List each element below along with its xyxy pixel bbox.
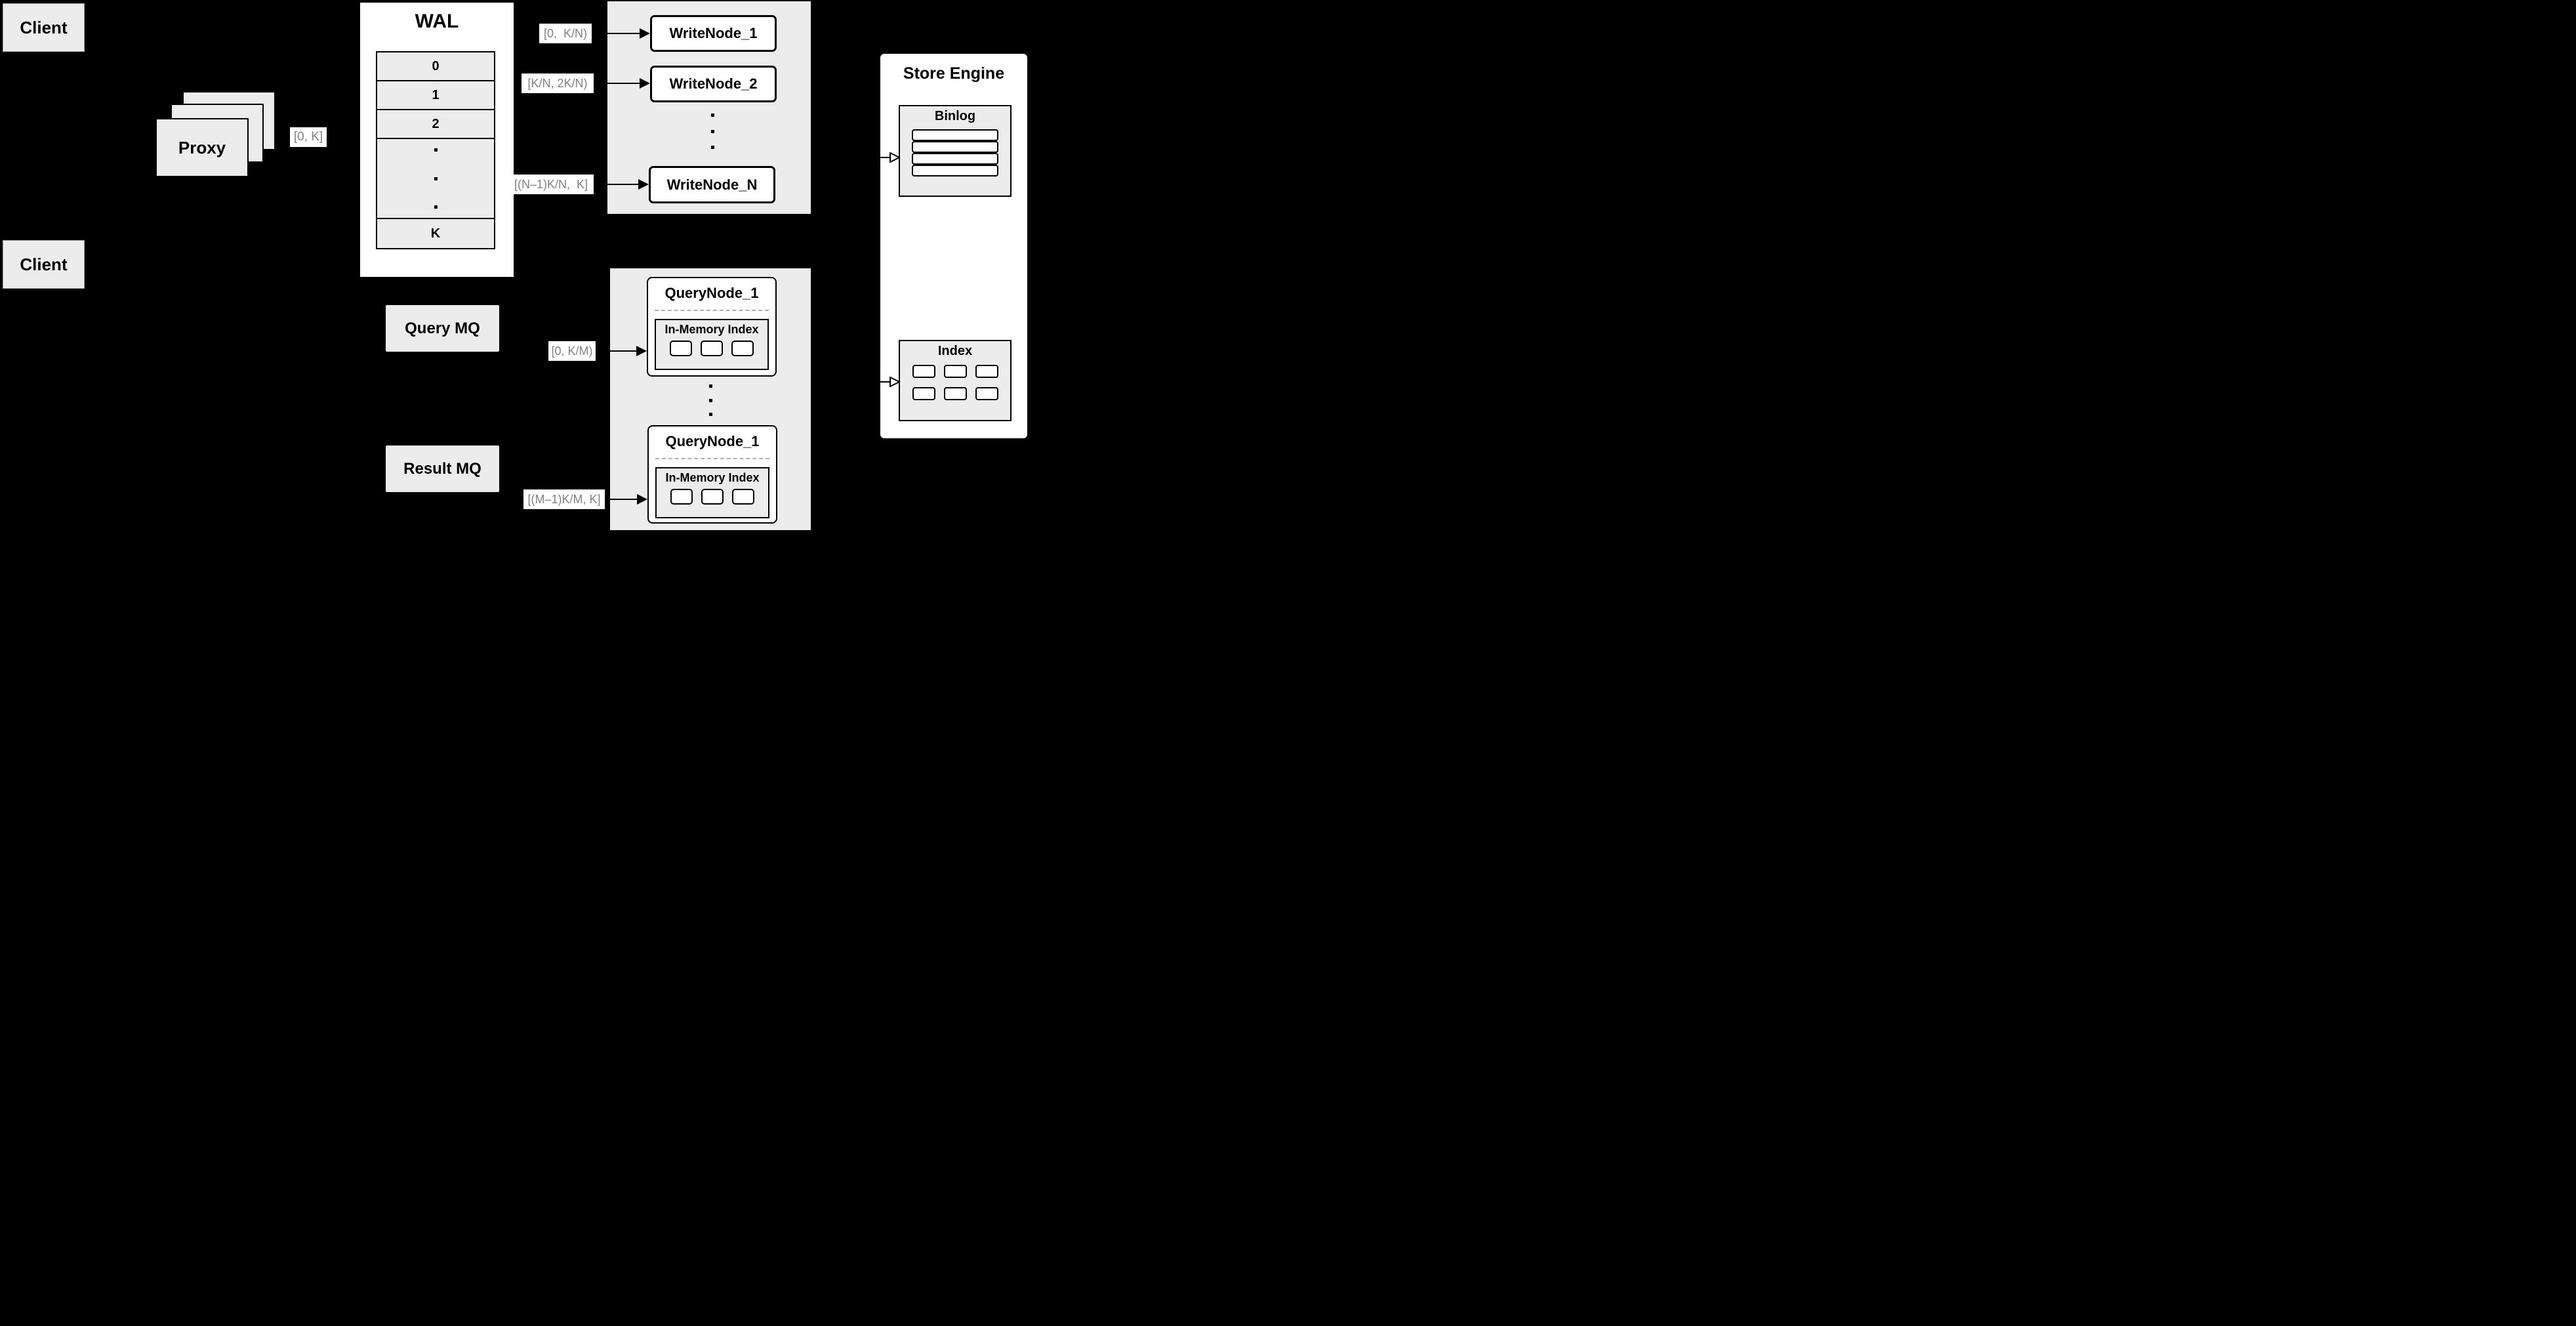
result-mq-box: Result MQ <box>386 445 499 492</box>
range-label-query-node-m: [(M–1)K/M, K] <box>523 489 605 509</box>
write-node-1-box: WriteNode_1 <box>650 15 777 52</box>
wal-row-0: 0 <box>376 51 495 81</box>
segment-cell <box>732 489 754 505</box>
in-memory-index-top-cells <box>656 341 767 356</box>
range-label-proxy-out: [0, K] <box>290 127 327 147</box>
wal-box: WAL 0 1 2 K <box>359 1 515 278</box>
write-node-n-label: WriteNode_N <box>666 176 758 193</box>
segment-cell <box>670 489 693 505</box>
wal-row-k: K <box>376 218 495 249</box>
query-node-bottom-title: QueryNode_1 <box>665 433 760 449</box>
binlog-row <box>912 165 998 176</box>
arrowhead-query-node-1 <box>636 346 647 356</box>
dot <box>434 176 438 180</box>
wal-table: 0 1 2 K <box>376 51 495 249</box>
arrowhead-write-node-1 <box>640 28 650 39</box>
write-node-2-box: WriteNode_2 <box>650 66 777 102</box>
in-memory-index-top-box: In-Memory Index <box>655 319 769 370</box>
dot <box>434 205 438 209</box>
segment-cell <box>731 341 754 356</box>
binlog-row <box>912 129 998 141</box>
range-label-query-node-1: [0, K/M) <box>548 341 596 361</box>
dashed-divider <box>655 310 769 311</box>
ellipsis-dots <box>434 148 438 209</box>
index-cell <box>975 387 998 400</box>
wal-row-ellipsis <box>376 138 495 219</box>
query-node-bottom-box: QueryNode_1 In-Memory Index <box>647 425 777 524</box>
arrowhead-write-node-2 <box>640 78 650 89</box>
wal-row-2: 2 <box>376 109 495 139</box>
dashed-divider <box>655 458 769 459</box>
write-node-1-label: WriteNode_1 <box>669 25 758 41</box>
range-label-write-node-n: [(N–1)K/N, K] <box>508 175 594 194</box>
arrow-to-query-node-m <box>605 499 638 500</box>
arrowhead-index-open <box>889 377 900 387</box>
proxy-label: Proxy <box>178 137 226 157</box>
wal-title: WAL <box>415 10 459 32</box>
query-mq-label: Query MQ <box>405 319 480 337</box>
in-memory-index-top-title: In-Memory Index <box>664 323 759 336</box>
dot <box>711 146 714 149</box>
range-label-write-node-2: [K/N, 2K/N) <box>521 73 594 93</box>
index-cell <box>912 387 935 400</box>
client-bottom-box: Client <box>3 240 85 289</box>
store-engine-title: Store Engine <box>903 64 1005 83</box>
dot <box>709 413 712 416</box>
client-top-box: Client <box>3 3 85 52</box>
dot <box>709 384 712 388</box>
in-memory-index-bottom-cells <box>657 489 768 505</box>
index-box: Index <box>899 340 1012 421</box>
arrow-to-write-node-2 <box>594 83 640 84</box>
binlog-row <box>912 153 998 165</box>
index-cell <box>975 365 998 378</box>
arrow-to-binlog <box>880 157 891 158</box>
dot <box>711 129 714 133</box>
binlog-title: Binlog <box>934 109 976 123</box>
binlog-box: Binlog <box>899 105 1012 197</box>
arrow-to-query-node-1 <box>596 350 638 352</box>
dot <box>709 398 712 402</box>
index-title: Index <box>937 344 973 358</box>
arrowhead-write-node-n <box>638 179 649 190</box>
dot <box>434 148 438 152</box>
arrowhead-query-node-m <box>637 494 647 505</box>
write-node-2-label: WriteNode_2 <box>669 75 758 92</box>
index-cells <box>912 365 998 400</box>
segment-cell <box>701 489 724 505</box>
in-memory-index-bottom-box: In-Memory Index <box>655 467 769 518</box>
result-mq-label: Result MQ <box>403 459 481 478</box>
client-bottom-label: Client <box>20 254 68 274</box>
range-label-write-node-1: [0, K/N) <box>539 24 592 43</box>
query-node-top-title: QueryNode_1 <box>664 285 759 301</box>
proxy-box: Proxy <box>155 118 249 177</box>
index-cell <box>943 365 967 378</box>
in-memory-index-bottom-title: In-Memory Index <box>665 471 760 484</box>
write-node-n-box: WriteNode_N <box>649 166 775 203</box>
segment-cell <box>670 341 692 356</box>
query-mq-box: Query MQ <box>386 305 499 352</box>
ellipsis-dots <box>709 384 712 416</box>
segment-cell <box>701 341 723 356</box>
wal-row-1: 1 <box>376 80 495 110</box>
query-node-top-box: QueryNode_1 In-Memory Index <box>647 277 777 377</box>
arrowhead-binlog-open <box>889 152 900 163</box>
architecture-diagram: Client Client Proxy [0, K] WAL 0 1 2 K W… <box>0 0 1031 530</box>
client-top-label: Client <box>20 17 68 37</box>
index-cell <box>912 365 935 378</box>
store-engine-box: Store Engine Binlog Index <box>879 52 1029 440</box>
dot <box>711 114 714 117</box>
arrow-to-write-node-1 <box>592 33 640 34</box>
binlog-row <box>912 141 998 153</box>
index-cell <box>943 387 967 400</box>
arrow-to-write-node-n <box>594 184 639 185</box>
arrow-to-index <box>880 381 891 383</box>
binlog-rows <box>912 129 998 176</box>
ellipsis-dots <box>711 114 714 149</box>
